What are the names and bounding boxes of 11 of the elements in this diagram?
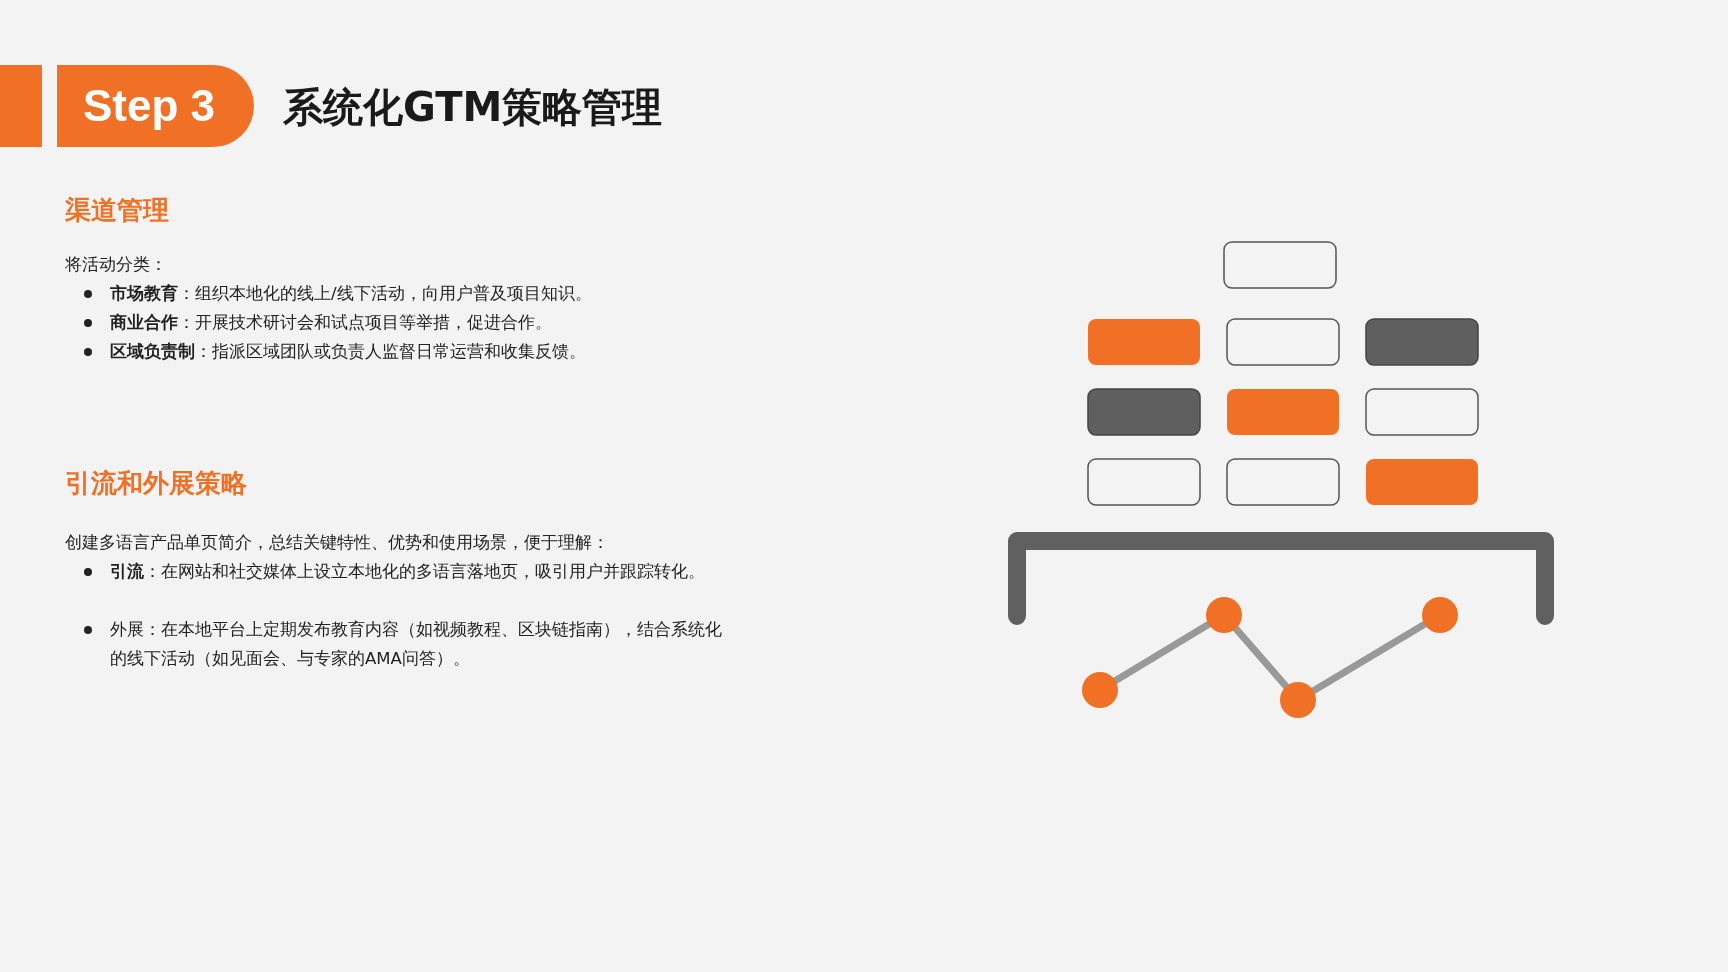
bullet-item: 市场教育：组织本地化的线上/线下活动，向用户普及项目知识。 [82, 279, 730, 308]
bullet-item: 商业合作：开展技术研讨会和试点项目等举措，促进合作。 [82, 308, 730, 337]
bullet-item: 外展：在本地平台上定期发布教育内容（如视频教程、区块链指南），结合系统化的线下活动（如见面会、与专家的AMA问答）。 [82, 615, 730, 673]
section-heading: 渠道管理 [65, 194, 169, 227]
bullet-item: 引流：在网站和社交媒体上设立本地化的多语言落地页，吸引用户并跟踪转化。 [82, 557, 730, 586]
bullet-item: 区域负责制：指派区域团队或负责人监督日常运营和收集反馈。 [82, 337, 730, 366]
intro-text: 将活动分类： [65, 254, 167, 276]
section-heading: 引流和外展策略 [65, 467, 247, 500]
title: 系统化GTM策略管理 [283, 83, 663, 132]
step-badge: Step 3 [57, 65, 254, 147]
intro-text: 创建多语言产品单页简介，总结关键特性、优势和使用场景，便于理解： [65, 532, 609, 554]
